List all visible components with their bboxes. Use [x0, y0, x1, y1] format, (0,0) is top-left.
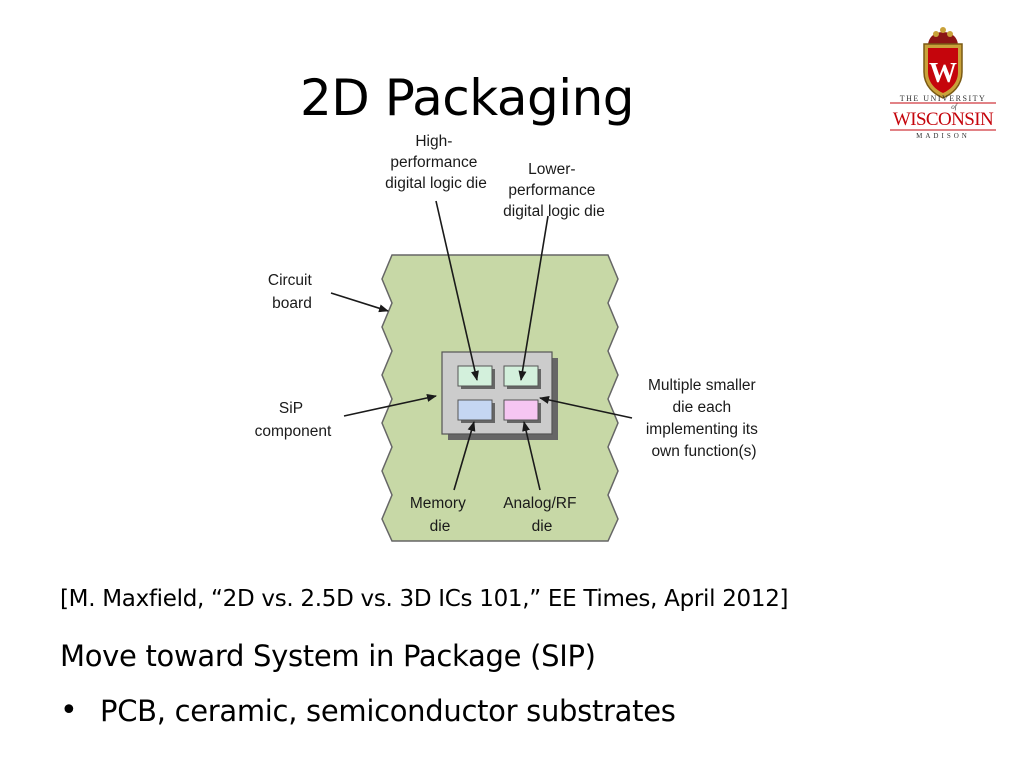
university-logo: W THE UNIVERSITY of WISCONSIN MADISON — [890, 27, 996, 140]
analog-rf-die — [503, 399, 539, 421]
arrow-analog-rf-die — [522, 421, 541, 491]
label-sip-component: SiP component — [255, 400, 332, 440]
label-high-performance: High- performance digital logic die — [385, 133, 487, 192]
label-circuit-board: Circuit board — [268, 272, 316, 312]
logo-line-university: THE UNIVERSITY — [900, 94, 987, 103]
slide-subtitle: Move toward System in Package (SIP) — [60, 639, 596, 673]
label-memory-die: Memory die — [410, 495, 470, 535]
slide-title: 2D Packaging — [300, 69, 635, 127]
citation-text: [M. Maxfield, “2D vs. 2.5D vs. 3D ICs 10… — [60, 586, 789, 612]
crest-icon: W — [923, 27, 963, 99]
bullet-text: PCB, ceramic, semiconductor substrates — [100, 694, 676, 728]
arrow-lower-performance — [518, 215, 549, 381]
crest-letter: W — [929, 58, 957, 89]
logo-line-wisconsin: WISCONSIN — [893, 109, 994, 130]
arrow-multiple-die — [539, 396, 633, 419]
arrow-circuit-board — [330, 292, 389, 313]
label-analog-rf-die: Analog/RF die — [503, 495, 581, 535]
memory-die — [457, 399, 493, 421]
arrow-memory-die — [453, 421, 476, 491]
arrow-high-performance — [435, 200, 479, 381]
label-lower-performance: Lower- performance digital logic die — [503, 161, 605, 220]
logo-line-madison: MADISON — [916, 132, 970, 140]
label-multiple-die: Multiple smaller die each implementing i… — [646, 377, 762, 460]
bullet-icon: • — [60, 693, 78, 728]
sip-diagram: High- performance digital logic die Lowe… — [255, 133, 762, 542]
logo-line-of: of — [951, 103, 958, 111]
arrow-sip-component — [343, 394, 437, 417]
